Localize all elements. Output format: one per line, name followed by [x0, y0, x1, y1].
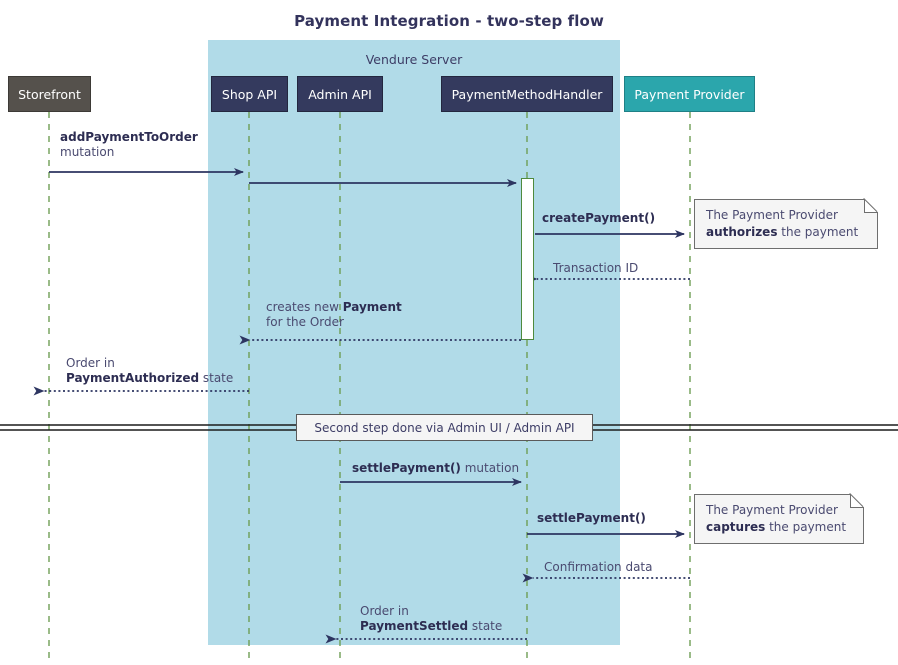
- message-label-payment-settled: Order in PaymentSettled state: [360, 604, 502, 634]
- participant-label: Shop API: [221, 86, 278, 102]
- note-captures-payment: The Payment Provider captures the paymen…: [694, 494, 864, 544]
- participant-label: PaymentMethodHandler: [451, 86, 603, 102]
- participant-label: Storefront: [18, 86, 81, 102]
- activation-bar-payment-method-handler: [521, 178, 534, 340]
- participant-admin-api[interactable]: Admin API: [297, 76, 383, 112]
- group-vendure-server: [208, 40, 620, 645]
- participant-payment-provider[interactable]: Payment Provider: [624, 76, 755, 112]
- message-bold: addPaymentToOrder: [60, 130, 198, 144]
- divider-label-text: Second step done via Admin UI / Admin AP…: [314, 420, 575, 435]
- message-label-confirmation-data: Confirmation data: [544, 560, 652, 575]
- note-fold-corner: [850, 494, 864, 508]
- message-line1: Order in: [360, 604, 409, 618]
- message-line2-bold: PaymentAuthorized: [66, 371, 200, 385]
- note-line1: The Payment Provider: [706, 208, 838, 222]
- message-line2-plain: state: [468, 619, 503, 633]
- message-line1: Order in: [66, 356, 115, 370]
- message-line1-plain: creates new: [266, 300, 343, 314]
- message-bold: createPayment(): [542, 211, 656, 225]
- participant-payment-method-handler[interactable]: PaymentMethodHandler: [441, 76, 613, 112]
- message-label-create-payment: createPayment(): [542, 211, 655, 226]
- message-plain: Confirmation data: [544, 560, 653, 574]
- note-tail: the payment: [777, 225, 859, 239]
- divider-label-second-step: Second step done via Admin UI / Admin AP…: [296, 414, 593, 441]
- message-label-payment-authorized: Order in PaymentAuthorized state: [66, 356, 233, 386]
- message-line2: for the Order: [266, 315, 344, 329]
- message-bold: settlePayment(): [537, 511, 646, 525]
- note-fold-corner: [864, 199, 878, 213]
- participant-label: Admin API: [308, 86, 372, 102]
- message-label-settle-payment-call: settlePayment(): [537, 511, 646, 526]
- message-label-creates-new-payment: creates new Payment for the Order: [266, 300, 402, 330]
- note-bold: authorizes: [706, 225, 778, 239]
- page-title: Payment Integration - two-step flow: [294, 12, 604, 30]
- message-bold: settlePayment(): [352, 461, 461, 475]
- note-line1: The Payment Provider: [706, 503, 838, 517]
- participant-label: Payment Provider: [634, 86, 745, 102]
- note-bold: captures: [706, 520, 766, 534]
- note-tail: the payment: [765, 520, 847, 534]
- message-line1-bold: Payment: [342, 300, 402, 314]
- participant-shop-api[interactable]: Shop API: [211, 76, 288, 112]
- message-label-add-payment-to-order: addPaymentToOrder mutation: [60, 130, 198, 160]
- message-plain: mutation: [460, 461, 520, 475]
- message-label-settle-payment-mutation: settlePayment() mutation: [352, 461, 519, 476]
- note-authorizes-payment: The Payment Provider authorizes the paym…: [694, 199, 878, 249]
- message-line2-plain: state: [199, 371, 234, 385]
- message-line2-bold: PaymentSettled: [360, 619, 469, 633]
- group-label-vendure-server: Vendure Server: [365, 52, 463, 67]
- message-label-transaction-id: Transaction ID: [553, 261, 638, 276]
- participant-storefront[interactable]: Storefront: [8, 76, 91, 112]
- message-plain: mutation: [60, 145, 115, 159]
- message-plain: Transaction ID: [553, 261, 639, 275]
